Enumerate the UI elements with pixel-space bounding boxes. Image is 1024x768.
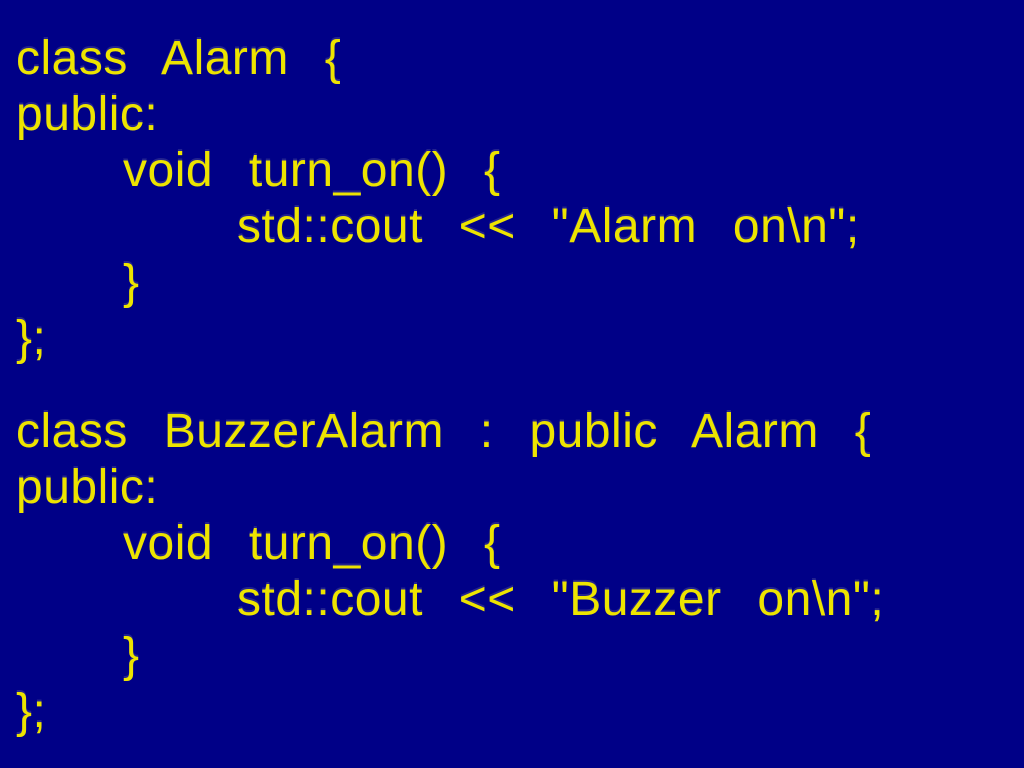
- code-line: };: [16, 685, 47, 738]
- code-line: void turn_on() {: [123, 517, 501, 570]
- code-line: std::cout << "Buzzer on\n";: [237, 573, 885, 626]
- code-line: }: [123, 256, 140, 309]
- code-line: class Alarm {: [16, 32, 342, 85]
- code-line: public:: [16, 461, 159, 514]
- code-line: std::cout << "Alarm on\n";: [237, 200, 860, 253]
- code-line: }: [123, 629, 140, 682]
- code-line: class BuzzerAlarm : public Alarm {: [16, 405, 872, 458]
- code-block-buzzer-alarm-class: class BuzzerAlarm : public Alarm {public…: [16, 404, 1016, 740]
- code-line: public:: [16, 88, 159, 141]
- code-line: };: [16, 312, 47, 365]
- code-line: void turn_on() {: [123, 144, 501, 197]
- code-block-alarm-class: class Alarm {public:void turn_on() {std:…: [16, 31, 1016, 367]
